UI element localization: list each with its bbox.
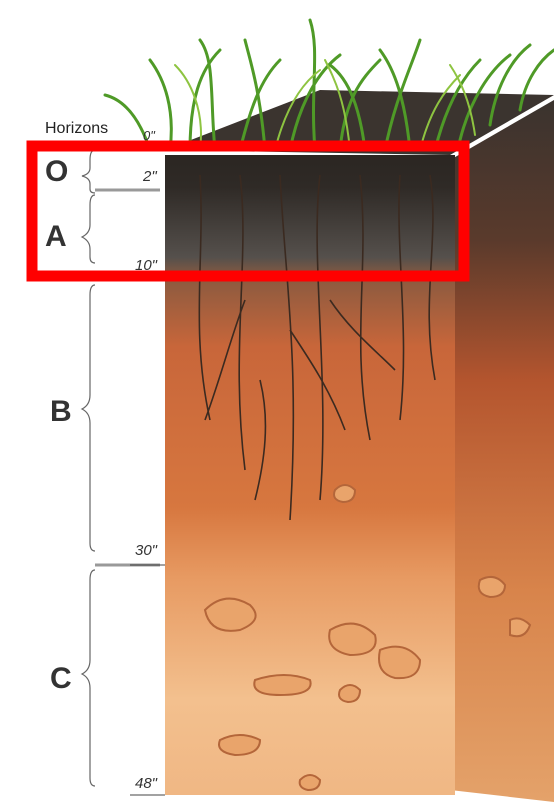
horizons-title: Horizons <box>45 120 108 138</box>
depth-tick-lines <box>130 280 165 795</box>
horizon-label-a: A <box>45 220 67 254</box>
depth-lines <box>95 190 160 565</box>
horizon-label-o: O <box>45 155 68 189</box>
horizon-label-b: B <box>50 395 72 429</box>
depth-mark-10: 10" <box>135 257 157 274</box>
depth-mark-2: 2" <box>143 168 157 185</box>
horizon-label-c: C <box>50 662 72 696</box>
horizon-brackets <box>82 150 95 786</box>
depth-mark-48: 48" <box>135 775 157 792</box>
depth-mark-30: 30" <box>135 542 157 559</box>
soil-front-face <box>165 155 455 795</box>
depth-mark-0: 0" <box>143 128 155 143</box>
